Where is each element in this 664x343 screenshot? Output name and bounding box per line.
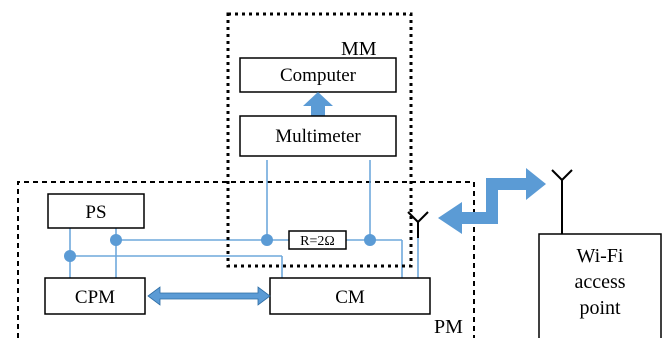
wifi-access-point-block [538, 233, 662, 343]
cpm-cm-arrow [147, 286, 271, 306]
cpm-block [44, 277, 146, 315]
cpm-label: CPM [75, 287, 115, 308]
junctions [64, 234, 376, 262]
wifi-label-line2: access [574, 271, 625, 293]
cm-antenna-icon [407, 211, 429, 238]
junction-dot [364, 234, 376, 246]
mm-group-label: MM [341, 38, 377, 60]
wifi-label-line3: point [579, 297, 621, 319]
cm-label: CM [335, 287, 365, 308]
ps-block [47, 193, 145, 229]
computer-block [239, 57, 397, 93]
wifi-antenna-icon [551, 169, 573, 234]
multimeter-block [239, 115, 397, 157]
mm-group-border [226, 12, 413, 268]
junction-dot [261, 234, 273, 246]
cm-block [269, 277, 431, 315]
computer-label: Computer [280, 65, 357, 86]
multimeter-label: Multimeter [275, 126, 361, 147]
pm-group-label: PM [434, 316, 463, 338]
wifi-label-line1: Wi-Fi [577, 245, 624, 267]
data-arrow-up [303, 92, 333, 116]
junction-dot [64, 250, 76, 262]
resistor [288, 230, 347, 250]
junction-dot [110, 234, 122, 246]
ps-label: PS [85, 202, 106, 223]
wireless-link-arrow [438, 168, 546, 234]
resistor-label: R=2Ω [300, 234, 335, 249]
